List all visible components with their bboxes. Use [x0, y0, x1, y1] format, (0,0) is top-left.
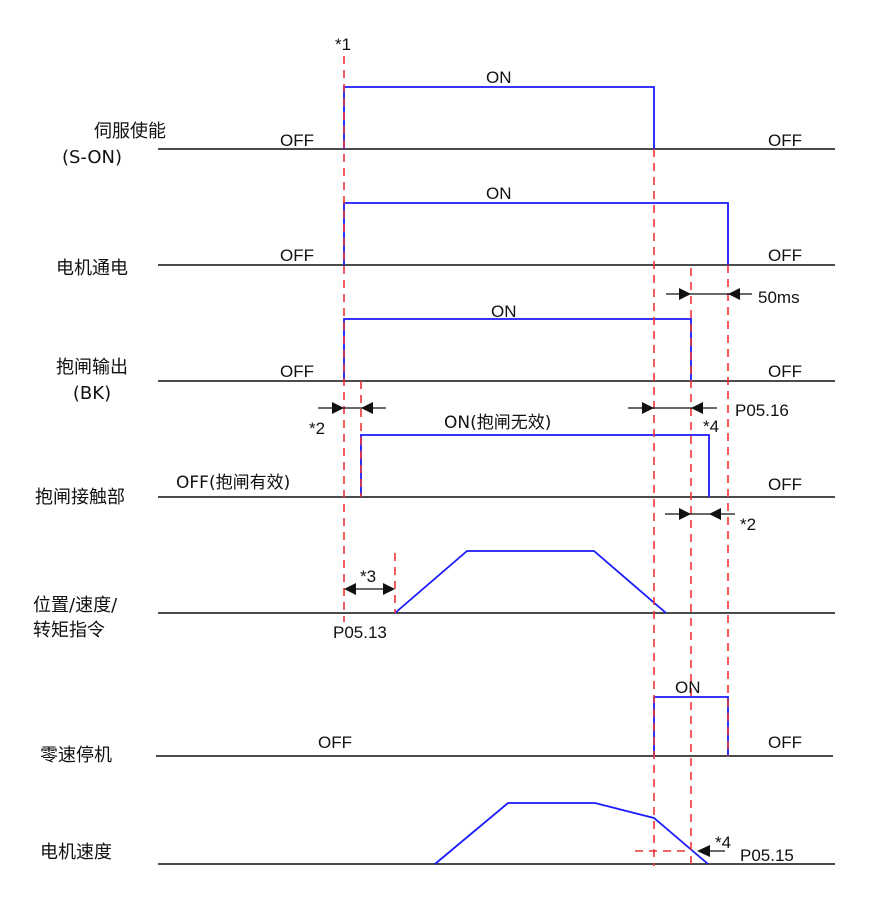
- state-on: ON: [486, 68, 512, 87]
- state-off-left-brake-engaged: OFF(抱闸有效): [176, 473, 290, 493]
- waveforms: [343, 86, 729, 865]
- label-brake-output: 抱闸输出: [56, 357, 128, 378]
- state-off-left: OFF: [280, 362, 314, 381]
- state-off-left: OFF: [318, 733, 352, 752]
- state-on: ON: [491, 302, 517, 321]
- label-servo-enable-code: (S-ON): [62, 147, 122, 168]
- waveform-command: [394, 550, 667, 614]
- arrowhead-left-icon: [709, 508, 721, 520]
- arrowhead-right-icon: [642, 402, 654, 414]
- row-labels: 伺服使能 (S-ON) 电机通电 抱闸输出 (BK) 抱闸接触部 位置/速度/ …: [33, 121, 166, 863]
- label-servo-enable: 伺服使能: [94, 121, 166, 142]
- state-on: ON: [486, 184, 512, 203]
- label-motor-speed: 电机速度: [40, 842, 112, 863]
- param-p0513: P05.13: [333, 623, 387, 642]
- dimension-arrows: [318, 288, 752, 857]
- arrowhead-left-icon: [344, 583, 356, 595]
- note-2-right: *2: [740, 515, 756, 534]
- waveform-brake-contact: [360, 434, 710, 497]
- arrowhead-right-icon: [332, 402, 344, 414]
- arrowhead-right-icon: [383, 583, 395, 595]
- arrowhead-left-icon: [361, 402, 373, 414]
- waveform-motor-power: [343, 202, 729, 265]
- param-p0516: P05.16: [735, 401, 789, 420]
- waveform-motor-speed: [434, 802, 709, 865]
- note-3: *3: [360, 567, 376, 586]
- label-brake-output-code: (BK): [73, 383, 111, 404]
- time-markers: [343, 56, 729, 870]
- state-off-right: OFF: [768, 733, 802, 752]
- note-1: *1: [335, 35, 351, 54]
- waveform-servo-enable: [343, 86, 655, 149]
- arrowhead-left-icon: [728, 288, 740, 300]
- note-4-brake: *4: [703, 417, 719, 436]
- param-p0515: P05.15: [740, 846, 794, 865]
- waveform-brake-output: [343, 318, 692, 381]
- baselines: [156, 148, 835, 865]
- note-2-left: *2: [309, 419, 325, 438]
- state-off-right: OFF: [768, 475, 802, 494]
- arrowhead-right-icon: [679, 508, 691, 520]
- label-motor-power: 电机通电: [56, 258, 128, 279]
- label-zero-speed-stop: 零速停机: [40, 745, 112, 766]
- state-off-left: OFF: [280, 131, 314, 150]
- label-command-line2: 转矩指令: [33, 620, 105, 641]
- state-on-brake-released: ON(抱闸无效): [444, 413, 551, 433]
- arrowhead-left-icon: [691, 402, 703, 414]
- state-labels: OFF ON OFF OFF ON OFF OFF ON OFF OFF(抱闸有…: [176, 68, 802, 752]
- label-command-line1: 位置/速度/: [33, 595, 118, 616]
- state-off-right: OFF: [768, 362, 802, 381]
- note-4-speed: *4: [715, 833, 731, 852]
- delay-50ms: 50ms: [758, 288, 800, 307]
- arrowhead-right-icon: [679, 288, 691, 300]
- arrowhead-left-icon: [697, 845, 710, 857]
- label-brake-contact: 抱闸接触部: [35, 487, 125, 508]
- state-off-right: OFF: [768, 131, 802, 150]
- state-on: ON: [675, 678, 701, 697]
- state-off-right: OFF: [768, 246, 802, 265]
- annotations: *1 *2 *3 *4 *2 50ms P05.16 P05.13 *4 P05…: [309, 35, 800, 865]
- state-off-left: OFF: [280, 246, 314, 265]
